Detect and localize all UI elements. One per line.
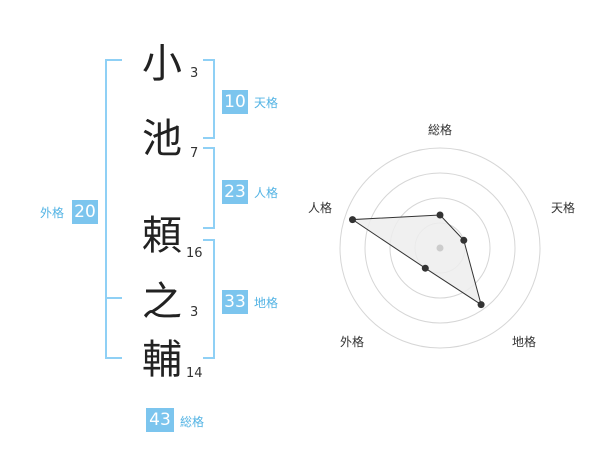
radar-axis-label-gaikaku: 外格 xyxy=(340,335,365,349)
name-char-1: 小 xyxy=(142,41,182,87)
stroke-count-3: 16 xyxy=(186,246,203,261)
radar-point-3 xyxy=(477,301,485,309)
radar-ring xyxy=(389,197,491,299)
stroke-count-1: 3 xyxy=(190,66,199,81)
radar-ring xyxy=(364,172,516,324)
radar-ring xyxy=(339,147,541,349)
soukaku-label: 総格 xyxy=(180,415,205,429)
stroke-count-2: 7 xyxy=(190,146,199,161)
name-char-4: 之 xyxy=(142,279,182,325)
chikaku-label: 地格 xyxy=(254,296,279,310)
radar-axis-label-jinkaku: 人格 xyxy=(308,201,333,215)
tenkaku-value-badge: 10 xyxy=(222,90,248,114)
radar-axis-label-chikaku: 地格 xyxy=(512,335,537,349)
soukaku-value-badge: 43 xyxy=(146,408,174,432)
gaikaku-value-badge: 20 xyxy=(72,200,98,224)
gaikaku-label: 外格 xyxy=(40,206,65,220)
stroke-count-5: 14 xyxy=(186,366,203,381)
radar-point-4 xyxy=(421,264,429,272)
radar-center-point xyxy=(436,244,444,252)
radar-point-5 xyxy=(349,216,356,224)
gaikaku-bracket xyxy=(105,59,122,359)
jinkaku-bracket xyxy=(203,147,215,229)
radar-axis-label-soukaku: 総格 xyxy=(428,123,453,137)
radar-point-2 xyxy=(460,236,468,244)
jinkaku-value-badge: 23 xyxy=(222,180,248,204)
stroke-count-4: 3 xyxy=(190,305,199,320)
name-char-5: 輔 xyxy=(142,337,182,383)
jinkaku-label: 人格 xyxy=(254,186,279,200)
radar-data-polygon xyxy=(350,214,482,306)
radar-point-1 xyxy=(436,211,444,219)
tenkaku-label: 天格 xyxy=(254,96,279,110)
name-char-3: 頼 xyxy=(142,213,182,259)
tenkaku-bracket xyxy=(203,59,215,139)
chikaku-value-badge: 33 xyxy=(222,290,248,314)
radar-axis-label-tenkaku: 天格 xyxy=(551,201,576,215)
name-char-2: 池 xyxy=(142,116,182,162)
chikaku-bracket xyxy=(203,239,215,359)
